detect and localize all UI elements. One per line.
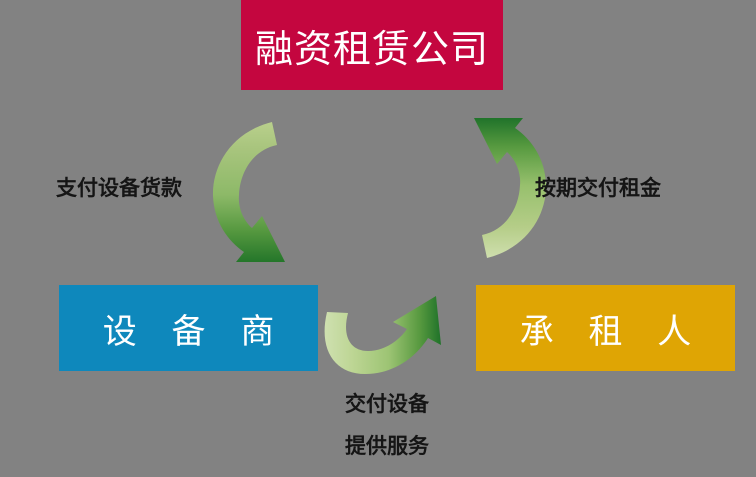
curved-arrow-right-icon bbox=[324, 296, 441, 374]
node-lessor-label: 融资租赁公司 bbox=[254, 26, 489, 71]
node-lessor[interactable]: 融资租赁公司 bbox=[241, 0, 503, 90]
edge-label-pay-rent: 按期交付租金 bbox=[535, 176, 661, 200]
curved-arrow-down-icon bbox=[212, 122, 285, 262]
edge-label-deliver-equipment: 交付设备 bbox=[345, 392, 429, 416]
edge-label-provide-service: 提供服务 bbox=[345, 434, 429, 458]
node-supplier-label: 设 备 商 bbox=[102, 311, 287, 352]
node-supplier[interactable]: 设 备 商 bbox=[59, 285, 318, 371]
node-lessee[interactable]: 承 租 人 bbox=[476, 285, 735, 371]
edge-label-pay-equipment: 支付设备货款 bbox=[56, 176, 182, 200]
node-lessee-label: 承 租 人 bbox=[519, 311, 704, 352]
